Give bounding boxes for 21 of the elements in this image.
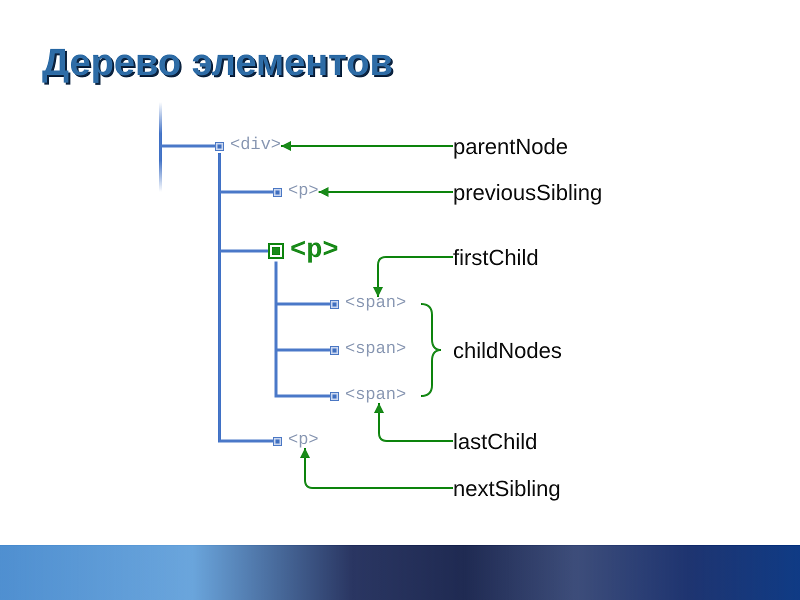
- property-label: parentNode: [453, 134, 568, 158]
- arrow: [318, 187, 453, 197]
- arrow: [281, 141, 453, 151]
- property-label: lastChild: [453, 428, 538, 454]
- tag-text: <p>: [288, 434, 319, 448]
- tag-text: <span>: [345, 343, 406, 357]
- arrow: [374, 403, 453, 442]
- property-label: firstChild: [453, 244, 539, 270]
- arrow: [300, 448, 453, 489]
- tree-line: [160, 144, 215, 148]
- arrow: [373, 256, 453, 297]
- property-label: childNodes: [453, 338, 562, 362]
- tag-text: <p>: [288, 185, 319, 199]
- property-label: previousSibling: [453, 180, 602, 204]
- slide-title: Дерево элементов: [42, 41, 393, 86]
- tag-text: <div>: [230, 139, 282, 153]
- tag-text: <p>: [290, 240, 339, 262]
- property-label: nextSibling: [453, 476, 561, 500]
- tree-line: [218, 153, 273, 442]
- tag-text: <span>: [345, 389, 406, 403]
- tag-text: <span>: [345, 297, 406, 311]
